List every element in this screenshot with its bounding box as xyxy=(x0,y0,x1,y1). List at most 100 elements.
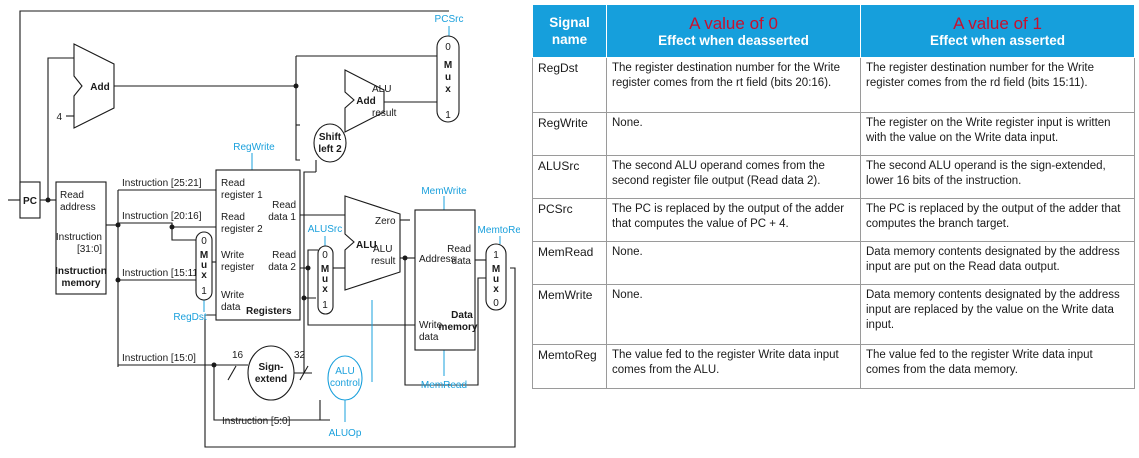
bits-32-label: 32 xyxy=(294,350,306,361)
svg-text:0: 0 xyxy=(445,42,451,53)
aluop-label: ALUOp xyxy=(329,428,362,439)
svg-text:Read: Read xyxy=(447,244,471,255)
svg-text:memory: memory xyxy=(62,278,101,289)
signal-name: RegDst xyxy=(532,57,607,113)
bits-16-label: 16 xyxy=(232,350,244,361)
svg-text:Read: Read xyxy=(272,250,296,261)
asserted-effect: The second ALU operand is the sign-exten… xyxy=(860,155,1135,199)
deasserted-effect: None. xyxy=(606,241,861,285)
datapath-diagram: PC Add 4 Add ALU result 0 M u x 1 PCSrc … xyxy=(8,10,520,448)
deasserted-effect: The PC is replaced by the output of the … xyxy=(606,198,861,242)
svg-text:result: result xyxy=(371,256,396,267)
svg-text:1: 1 xyxy=(445,110,451,121)
table-header-row: Signal name A value of 0 Effect when dea… xyxy=(532,4,1135,58)
signal-name: MemWrite xyxy=(532,284,607,345)
svg-text:Add: Add xyxy=(90,82,109,93)
memtoreg-mux: 1 M u x 0 xyxy=(485,243,507,311)
deasserted-effect: The register destination number for the … xyxy=(606,57,861,113)
svg-text:u: u xyxy=(493,274,499,285)
constant-four: 4 xyxy=(56,112,62,123)
deasserted-effect: The second ALU operand comes from the se… xyxy=(606,155,861,199)
table-row: PCSrc The PC is replaced by the output o… xyxy=(532,198,1135,242)
svg-text:Shift: Shift xyxy=(319,132,342,143)
control-signals-table: Signal name A value of 0 Effect when dea… xyxy=(532,4,1135,389)
svg-text:0: 0 xyxy=(201,236,207,247)
table-row: MemWrite None. Data memory contents desi… xyxy=(532,284,1135,345)
svg-text:Instruction: Instruction xyxy=(56,232,102,243)
svg-text:1: 1 xyxy=(201,286,207,297)
svg-text:M: M xyxy=(200,250,208,261)
pc-label: PC xyxy=(23,196,37,207)
svg-text:1: 1 xyxy=(493,250,499,261)
svg-text:Instruction: Instruction xyxy=(55,266,107,277)
svg-text:register 1: register 1 xyxy=(221,190,263,201)
svg-text:0: 0 xyxy=(493,298,499,309)
sign-extend: Sign- extend xyxy=(247,345,295,401)
header-value-1: A value of 1 Effect when asserted xyxy=(860,4,1135,58)
svg-text:x: x xyxy=(201,270,207,281)
svg-text:register: register xyxy=(221,262,255,273)
table-row: MemRead None. Data memory contents desig… xyxy=(532,241,1135,285)
svg-text:data: data xyxy=(419,332,439,343)
svg-text:result: result xyxy=(372,108,397,119)
svg-text:ALU: ALU xyxy=(356,240,377,251)
pc-register: PC xyxy=(19,181,41,219)
regdst-mux: 0 M u x 1 xyxy=(195,231,213,301)
svg-text:Read: Read xyxy=(60,190,84,201)
alu-control: ALU control xyxy=(327,355,363,401)
asserted-effect: Data memory contents designated by the a… xyxy=(860,284,1135,345)
alusrc-mux: 0 M u x 1 xyxy=(317,245,334,315)
svg-text:0: 0 xyxy=(322,250,328,261)
signal-name: ALUSrc xyxy=(532,155,607,199)
svg-text:M: M xyxy=(492,264,500,275)
instr-25-21-label: Instruction [25:21] xyxy=(122,178,202,189)
alusrc-label: ALUSrc xyxy=(308,224,342,235)
signal-name: MemRead xyxy=(532,241,607,285)
svg-text:Write: Write xyxy=(221,250,245,261)
svg-text:control: control xyxy=(330,378,360,389)
junction-dots xyxy=(45,83,408,368)
branch-adder: Add ALU result xyxy=(344,69,397,133)
memread-label: MemRead xyxy=(421,380,467,391)
svg-text:Sign-: Sign- xyxy=(259,362,284,373)
header-signal-name: Signal name xyxy=(532,4,607,58)
svg-text:data: data xyxy=(221,302,241,313)
deasserted-effect: The value fed to the register Write data… xyxy=(606,344,861,389)
instr-15-11-label: Instruction [15:11] xyxy=(122,268,201,279)
asserted-effect: The value fed to the register Write data… xyxy=(860,344,1135,389)
table-row: RegDst The register destination number f… xyxy=(532,57,1135,113)
svg-text:Data: Data xyxy=(451,310,473,321)
svg-text:ALU: ALU xyxy=(373,244,392,255)
asserted-effect: The register on the Write register input… xyxy=(860,112,1135,156)
svg-text:M: M xyxy=(444,60,452,71)
svg-text:u: u xyxy=(322,274,328,285)
instr-15-0-label: Instruction [15:0] xyxy=(122,353,196,364)
asserted-effect: The PC is replaced by the output of the … xyxy=(860,198,1135,242)
instr-20-16-label: Instruction [20:16] xyxy=(122,211,202,222)
deasserted-effect: None. xyxy=(606,112,861,156)
svg-text:u: u xyxy=(201,260,207,271)
svg-text:data: data xyxy=(452,256,472,267)
deasserted-effect: None. xyxy=(606,284,861,345)
main-alu: ALU Zero ALU result xyxy=(344,195,401,291)
svg-text:data 2: data 2 xyxy=(268,262,296,273)
header-value-0: A value of 0 Effect when deasserted xyxy=(606,4,861,58)
data-memory: Address Read data Write data Data memory xyxy=(414,209,478,351)
svg-text:memory: memory xyxy=(439,322,478,333)
svg-text:address: address xyxy=(60,202,96,213)
svg-text:Write: Write xyxy=(419,320,443,331)
svg-text:x: x xyxy=(322,284,328,295)
svg-text:left 2: left 2 xyxy=(318,144,342,155)
memwrite-label: MemWrite xyxy=(421,186,467,197)
instr-5-0-label: Instruction [5:0] xyxy=(222,416,291,427)
signal-name: RegWrite xyxy=(532,112,607,156)
svg-text:Registers: Registers xyxy=(246,306,292,317)
svg-text:ALU: ALU xyxy=(335,366,354,377)
svg-text:M: M xyxy=(321,264,329,275)
svg-text:Read: Read xyxy=(272,200,296,211)
table-row: MemtoReg The value fed to the register W… xyxy=(532,344,1135,389)
svg-text:Zero: Zero xyxy=(375,216,396,227)
svg-text:Add: Add xyxy=(356,96,375,107)
table-row: RegWrite None. The register on the Write… xyxy=(532,112,1135,156)
svg-text:Address: Address xyxy=(419,254,456,265)
